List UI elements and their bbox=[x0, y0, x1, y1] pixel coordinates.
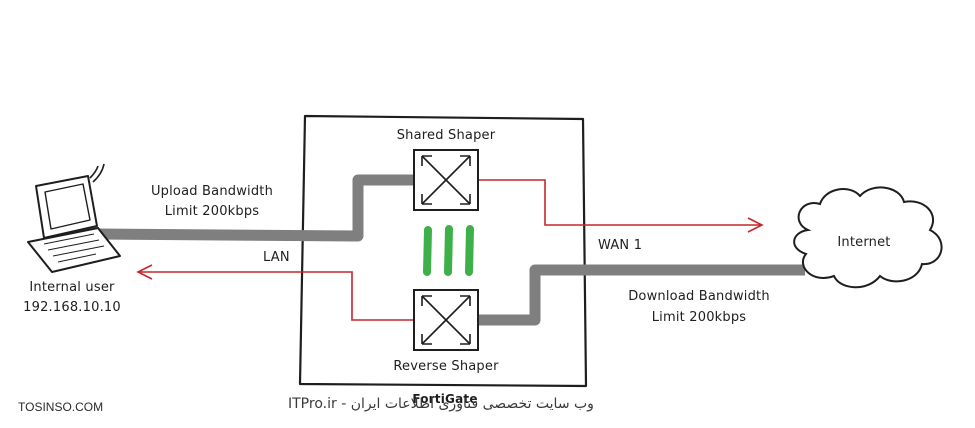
green-bars-icon bbox=[423, 225, 474, 276]
itpro-watermark: ITPro.ir - وب سایت تخصصی فناوری اطلاعات … bbox=[288, 396, 594, 412]
reverse-shaper-switch-icon bbox=[413, 289, 479, 351]
laptop-icon bbox=[27, 163, 121, 273]
shared-shaper-label: Shared Shaper bbox=[396, 128, 496, 143]
shared-shaper-switch-icon bbox=[413, 149, 479, 211]
internal-user-ip: 192.168.10.10 bbox=[23, 300, 121, 315]
upload-line1: Upload Bandwidth bbox=[150, 184, 274, 199]
download-traffic-path bbox=[478, 264, 805, 326]
shared-shaper-output-path bbox=[478, 179, 760, 226]
internet-cloud-icon bbox=[793, 186, 943, 289]
upload-traffic-path bbox=[97, 174, 414, 242]
tosinso-watermark: TOSINSO.COM bbox=[18, 400, 104, 414]
fortigate-box bbox=[298, 114, 588, 388]
lan-port-label: LAN bbox=[263, 250, 290, 265]
arrow-to-user bbox=[136, 264, 153, 280]
download-line2: Limit 200kbps bbox=[651, 310, 747, 325]
wan-port-label: WAN 1 bbox=[598, 238, 643, 253]
download-line1: Download Bandwidth bbox=[628, 289, 770, 304]
upload-line2: Limit 200kbps bbox=[164, 204, 260, 219]
reverse-shaper-label: Reverse Shaper bbox=[393, 359, 499, 374]
internal-user-label: Internal user bbox=[29, 280, 115, 295]
reverse-shaper-output-path bbox=[140, 271, 414, 321]
arrow-to-internet bbox=[747, 217, 764, 233]
internet-label: Internet bbox=[837, 235, 891, 250]
fortigate-label: FortiGate bbox=[412, 392, 478, 406]
